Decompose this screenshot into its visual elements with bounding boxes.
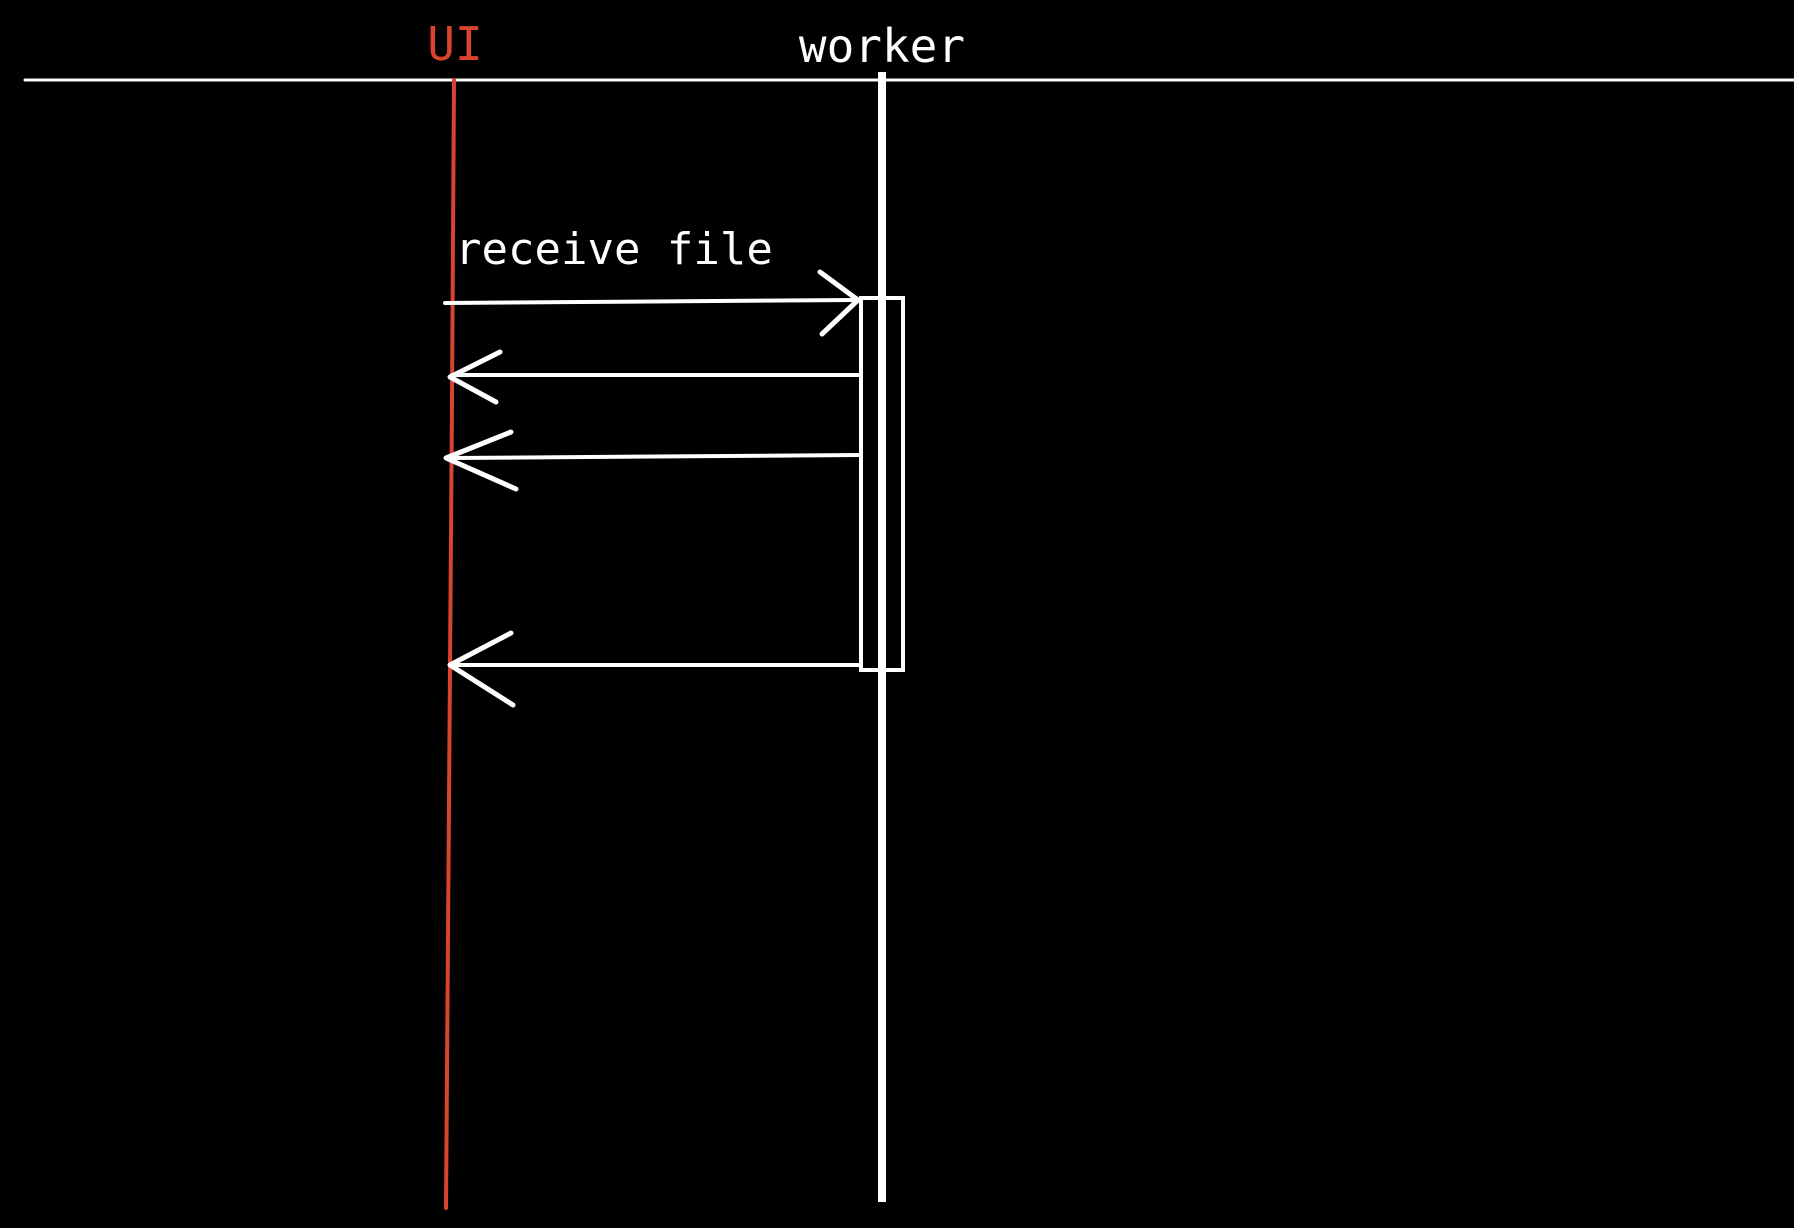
message-arrow-line [443, 298, 858, 305]
arrowhead-icon [443, 429, 519, 492]
message-label-receive-file: receive file [455, 224, 773, 275]
arrowhead-icon [817, 269, 861, 337]
activation-box-worker [859, 296, 905, 672]
arrowhead-icon [447, 630, 516, 708]
participant-label-ui: UI [427, 17, 482, 71]
message-arrow-line [448, 453, 863, 460]
participant-label-worker: worker [799, 19, 965, 73]
arrowhead-icon [447, 349, 503, 405]
lifeline-ui [444, 78, 456, 1210]
